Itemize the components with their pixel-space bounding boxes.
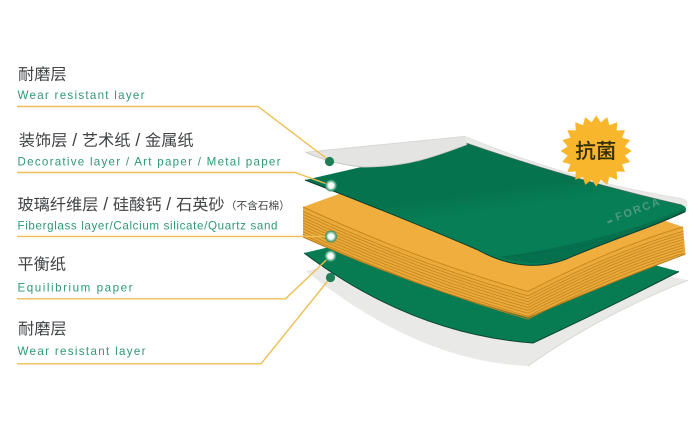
svg-text:/: / [103,194,108,214]
svg-text:/: / [72,130,77,150]
svg-text:Decorative layer / Art paper /: Decorative layer / Art paper / Metal pap… [18,155,281,168]
svg-text:/: / [135,130,140,150]
svg-text:Wear resistant layer: Wear resistant layer [18,89,145,102]
svg-text:/: / [166,194,171,214]
svg-text:Equilibrium paper: Equilibrium paper [18,282,133,295]
svg-text:Wear resistant layer: Wear resistant layer [18,345,146,358]
svg-text:Fiberglass layer/Calcium silic: Fiberglass layer/Calcium silicate/Quartz… [18,219,278,232]
